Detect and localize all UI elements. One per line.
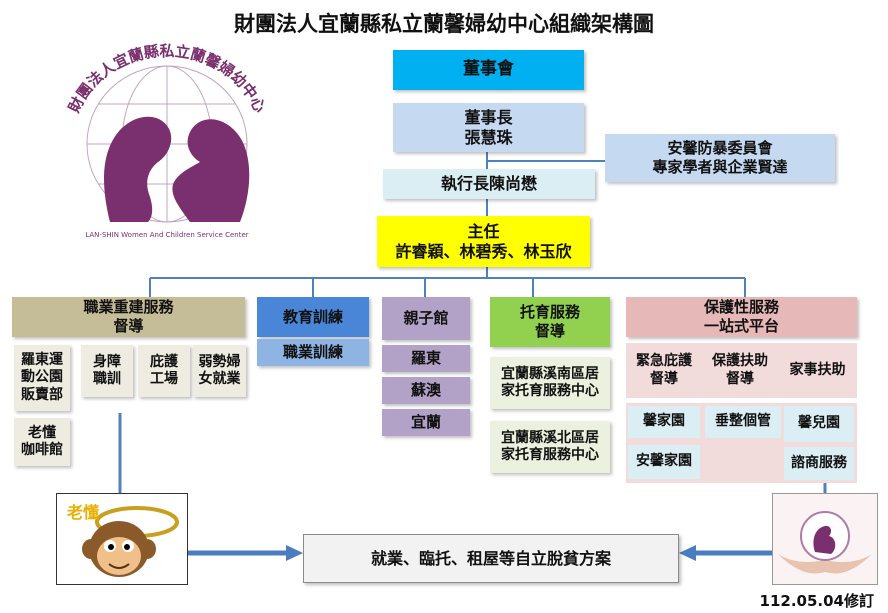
vocational-item: 弱勢婦 女就業	[193, 345, 246, 397]
monkey-text: 老懂	[66, 503, 99, 522]
childcare-item: 宜蘭縣溪北區居 家托育服務中心	[490, 421, 610, 473]
education-header: 教育訓練	[257, 297, 369, 337]
logo-subtext: LAN-SHIN Women And Children Service Cent…	[85, 231, 248, 239]
revision-date: 112.05.04修訂	[759, 592, 874, 610]
parent-child-header: 親子館	[382, 297, 470, 340]
committee-box: 安馨防暴委員會 專家學者與企業賢達	[605, 134, 835, 182]
protection-item: 馨家園	[628, 406, 700, 438]
vocational-item: 老懂 咖啡館	[14, 418, 70, 466]
protection-header: 保護性服務 一站式平台	[626, 297, 857, 337]
education-item: 職業訓練	[257, 339, 369, 366]
hands-logo-image	[772, 493, 878, 585]
vocational-item: 身障 職訓	[81, 345, 133, 397]
protection-subunit: 保護扶助 督導	[702, 345, 778, 396]
hands-icon	[778, 511, 872, 574]
vocational-item: 庇護 工場	[138, 345, 190, 397]
center-logo: 財團法人宜蘭縣私立蘭馨婦幼中心 LAN-SHIN Women And Child…	[40, 32, 290, 247]
monkey-icon: 老懂	[66, 503, 179, 577]
outcome-box: 就業、臨托、租屋等自立脫貧方案	[303, 534, 679, 583]
protection-item: 諮商服務	[784, 447, 854, 480]
vocational-header: 職業重建服務 督導	[12, 297, 245, 337]
protection-item: 安馨家園	[628, 445, 700, 479]
childcare-item: 宜蘭縣溪南區居 家托育服務中心	[490, 357, 610, 409]
board-box: 董事會	[393, 50, 584, 90]
parent-child-item: 宜蘭	[382, 409, 470, 436]
parent-child-item: 蘇澳	[382, 377, 470, 404]
protection-item: 垂整個管	[705, 406, 781, 438]
chairman-box: 董事長 張慧珠	[393, 103, 584, 152]
ceo-box: 執行長陳尚懋	[383, 169, 595, 199]
monkey-mascot-image: 老懂	[56, 493, 188, 585]
page-title: 財團法人宜蘭縣私立蘭馨婦幼中心組織架構圖	[234, 12, 654, 36]
protection-subunit: 家事扶助	[780, 345, 855, 396]
director-box: 主任 許睿穎、林碧秀、林玉欣	[377, 216, 590, 267]
childcare-header: 托育服務 督導	[490, 297, 610, 347]
mother-child-logo-icon: 財團法人宜蘭縣私立蘭馨婦幼中心 LAN-SHIN Women And Child…	[64, 42, 269, 239]
protection-item: 馨兒園	[784, 406, 854, 442]
parent-child-item: 羅東	[382, 345, 470, 372]
vocational-item: 羅東運 動公園 販賣部	[14, 345, 70, 411]
protection-subunit: 緊急庇護 督導	[628, 345, 700, 396]
